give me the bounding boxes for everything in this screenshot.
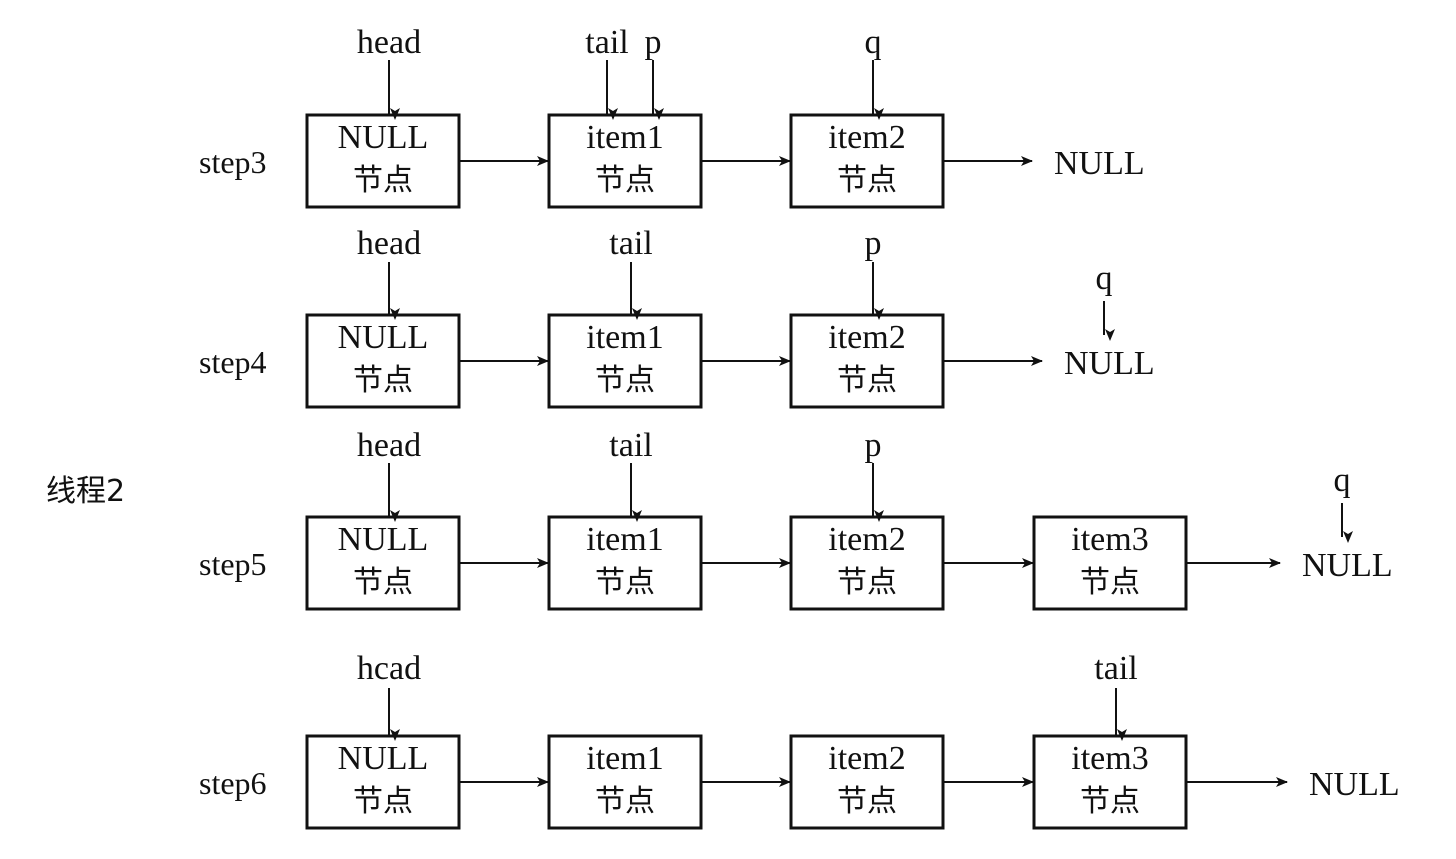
pointer-label: hcad [357, 650, 421, 687]
node-name: item2 [828, 521, 905, 558]
pointer-label: head [357, 427, 421, 464]
node-sub-label: 节点 [353, 565, 413, 600]
pointer-label: p [865, 427, 882, 464]
node-sub-label: 节点 [1080, 784, 1140, 819]
pointer-label: p [645, 24, 662, 61]
list-node-box [305, 515, 461, 611]
list-node-box [789, 515, 945, 611]
list-node-box [305, 113, 461, 209]
list-node-box [789, 113, 945, 209]
pointer-label: tail [1094, 650, 1137, 687]
node-sub-label: 节点 [837, 163, 897, 198]
node-name: NULL [338, 521, 429, 558]
null-terminator: NULL [1054, 145, 1145, 182]
thread-label: 线程2 [46, 474, 125, 509]
step-label: step5 [199, 546, 267, 582]
node-name: item2 [828, 119, 905, 156]
list-node-box [547, 734, 703, 830]
node-sub-label: 节点 [353, 784, 413, 819]
pointer-label: q [1096, 260, 1113, 297]
step-label: step3 [199, 144, 267, 180]
node-sub-label: 节点 [595, 163, 655, 198]
pointer-label: q [865, 24, 882, 61]
node-name: NULL [338, 319, 429, 356]
pointer-label: head [357, 225, 421, 262]
pointer-label: head [357, 24, 421, 61]
node-sub-label: 节点 [595, 363, 655, 398]
node-sub-label: 节点 [837, 784, 897, 819]
node-sub-label: 节点 [837, 363, 897, 398]
null-terminator: NULL [1064, 345, 1155, 382]
node-name: item1 [586, 119, 663, 156]
pointer-label: q [1334, 462, 1351, 499]
pointer-label: tail [585, 24, 628, 61]
node-sub-label: 节点 [595, 565, 655, 600]
null-terminator: NULL [1309, 766, 1400, 803]
node-sub-label: 节点 [837, 565, 897, 600]
null-terminator: NULL [1302, 547, 1393, 584]
list-node-box [1032, 515, 1188, 611]
list-node-box [547, 113, 703, 209]
node-sub-label: 节点 [353, 363, 413, 398]
node-name: NULL [338, 119, 429, 156]
node-name: item2 [828, 319, 905, 356]
node-name: NULL [338, 740, 429, 777]
pointer-label: tail [609, 225, 652, 262]
list-node-box [789, 313, 945, 409]
node-sub-label: 节点 [1080, 565, 1140, 600]
pointer-label: tail [609, 427, 652, 464]
node-name: item1 [586, 740, 663, 777]
step-label: step6 [199, 765, 267, 801]
node-name: item1 [586, 319, 663, 356]
node-sub-label: 节点 [353, 163, 413, 198]
node-name: item1 [586, 521, 663, 558]
list-node-box [305, 313, 461, 409]
list-node-box [547, 515, 703, 611]
node-sub-label: 节点 [595, 784, 655, 819]
list-node-box [1032, 734, 1188, 830]
pointer-label: p [865, 225, 882, 262]
node-name: item3 [1071, 521, 1148, 558]
list-node-box [789, 734, 945, 830]
step-label: step4 [199, 344, 267, 380]
node-name: item3 [1071, 740, 1148, 777]
node-name: item2 [828, 740, 905, 777]
